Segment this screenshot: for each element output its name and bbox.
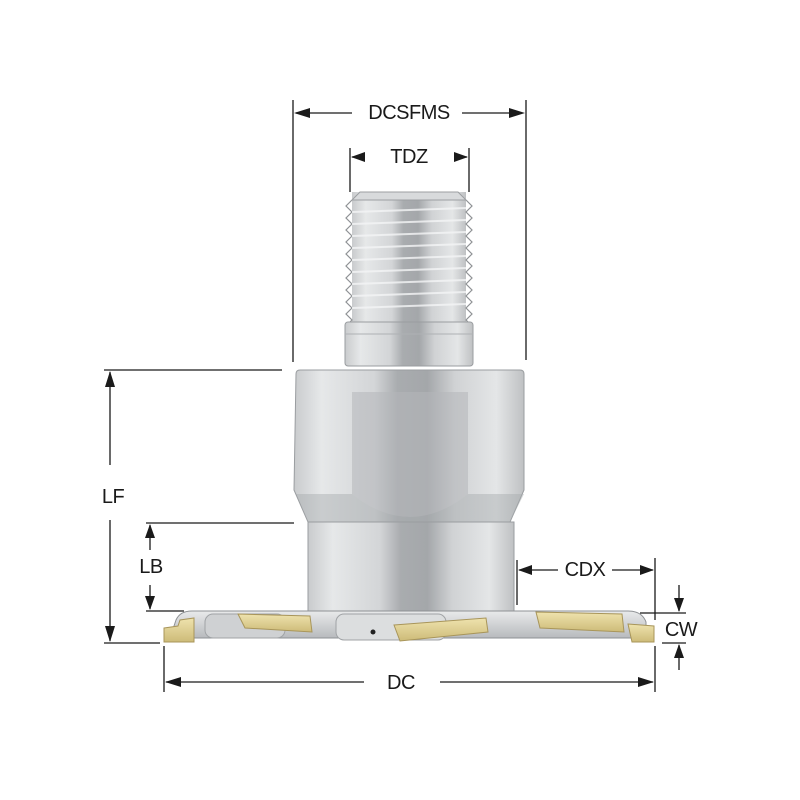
threaded-shank [344, 191, 474, 367]
hex-body [293, 369, 525, 523]
dimension-label-lb: LB [136, 556, 166, 578]
cutting-inserts [163, 611, 655, 643]
collar [307, 521, 515, 619]
dimension-lines [104, 100, 686, 692]
dimension-label-cw: CW [661, 619, 701, 641]
dimension-label-cdx: CDX [561, 559, 609, 581]
dimension-label-tdz: TDZ [387, 146, 431, 168]
dimension-label-lf: LF [98, 486, 128, 508]
dimension-label-dcsfms: DCSFMS [365, 102, 453, 124]
dimension-label-dc: DC [384, 672, 418, 694]
